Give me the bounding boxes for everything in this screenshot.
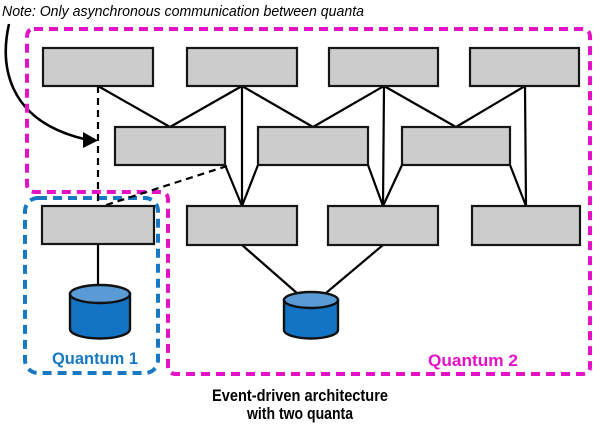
edge-top4-mid3	[455, 85, 526, 128]
quantum2-label: Quantum 2	[428, 351, 518, 370]
mesh-edges	[96, 85, 528, 295]
q2-bottom-box-1	[185, 204, 299, 247]
quantum2-boundary	[25, 27, 592, 376]
q2-bottom-box-3	[470, 204, 582, 247]
note-text: Note: Only asynchronous communication be…	[2, 3, 364, 20]
note-arrow	[4, 23, 98, 148]
edge-mid3-bottom2	[382, 164, 403, 207]
edge-mid3-bottom3	[508, 164, 528, 207]
async-edges	[96, 86, 228, 208]
edge-mid1-bottom1	[223, 164, 244, 207]
async-edge-mid1-q1box	[102, 164, 228, 208]
database2-body	[282, 298, 340, 340]
q2-mid-box-2	[256, 125, 370, 167]
database1-body	[68, 292, 132, 340]
edge-top4-bottom3	[523, 85, 528, 207]
edge-mid2-bottom1	[240, 164, 260, 207]
q2-top-box-4	[468, 46, 581, 88]
quantum2-boxes	[41, 46, 582, 247]
database-cylinder-quantum1	[68, 283, 132, 340]
edge-bottom2-database2	[325, 244, 384, 294]
edge-top2-mid2	[241, 85, 314, 128]
database2-top	[282, 290, 340, 310]
edge-top2-mid1	[169, 85, 243, 128]
q2-top-box-1	[41, 46, 155, 88]
q2-top-box-2	[185, 46, 299, 88]
edge-mid2-bottom2	[366, 164, 385, 207]
diagram-caption-line1: Event-driven architecture	[212, 386, 388, 405]
arrow-curve	[4, 23, 85, 141]
edge-top3-mid2	[312, 85, 385, 128]
arrowhead-icon	[83, 132, 98, 148]
q2-bottom-box-2	[326, 204, 440, 247]
quantum1-label: Quantum 1	[52, 349, 138, 368]
database1-top	[68, 283, 132, 305]
q2-top-box-3	[327, 46, 440, 88]
quantum1-boundary	[23, 196, 160, 375]
database-cylinder-quantum2	[282, 290, 340, 340]
edge-top3-mid3	[383, 85, 457, 128]
edge-top3-bottom2	[381, 85, 386, 207]
q1-service-box	[40, 204, 156, 246]
q2-mid-box-1	[113, 125, 227, 167]
edge-top1-mid1	[97, 85, 171, 128]
edge-bottom1-database2	[241, 244, 299, 295]
q2-mid-box-3	[400, 125, 512, 167]
diagram-caption-line2: with two quanta	[246, 404, 353, 423]
